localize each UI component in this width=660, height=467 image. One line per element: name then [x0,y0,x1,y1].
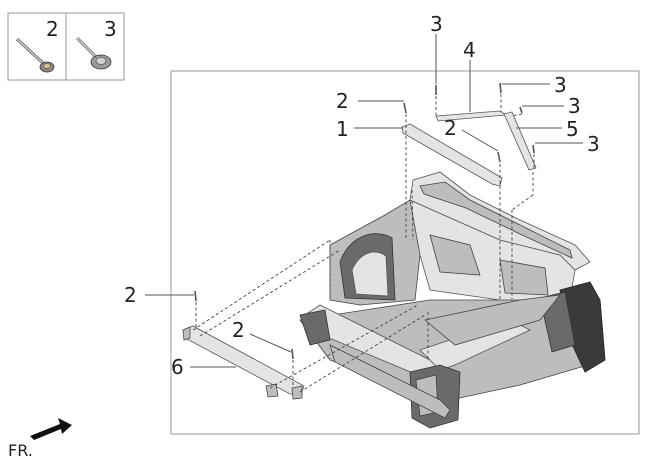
legend-number-2: 2 [46,17,59,41]
callout-leaders [145,34,583,368]
part-6-lower-cross-member [182,325,305,400]
bolt-with-washer-icon [15,37,55,73]
callout-3-right-2: 3 [568,94,581,118]
callout-6: 6 [171,355,184,379]
diagram-frame [170,70,640,435]
callout-2-mid: 2 [444,116,457,140]
part-5-angled-brace [503,111,537,171]
callout-3-right-3: 3 [587,132,600,156]
callout-1: 1 [336,117,349,141]
callout-numbers: 3 4 3 2 3 1 2 5 3 2 2 6 [124,12,600,379]
callout-5: 5 [566,117,579,141]
callout-3-top: 3 [430,12,443,36]
front-direction-indicator: FR. [8,418,72,460]
callout-4: 4 [463,38,476,62]
callout-2-lower: 2 [232,318,245,342]
legend-number-3: 3 [104,17,117,41]
body-structure [299,171,606,429]
callout-2-upper: 2 [336,89,349,113]
front-direction-arrow-icon [30,418,72,440]
callout-2-left: 2 [124,283,137,307]
legend-box: 2 3 [7,12,125,81]
bolt-with-flange-nut-icon [75,36,112,70]
callout-3-right-1: 3 [554,73,567,97]
assembly-dashed-lines [192,94,535,393]
fastener-bolts [194,82,535,360]
front-direction-label: FR. [8,441,33,460]
